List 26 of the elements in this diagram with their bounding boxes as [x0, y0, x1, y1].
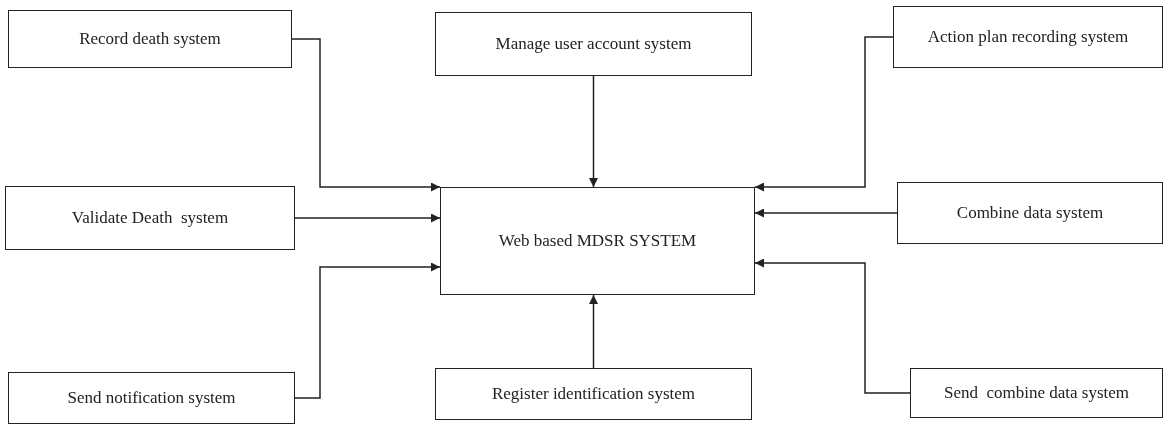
node-label: Record death system	[79, 28, 221, 50]
node-label: Web based MDSR SYSTEM	[498, 230, 697, 252]
arrow	[291, 38, 441, 192]
node-label: Register identification system	[492, 383, 695, 405]
node-label: Action plan recording system	[927, 26, 1129, 48]
arrow	[294, 262, 441, 399]
node-label: Send notification system	[67, 387, 236, 409]
subsystem-box	[435, 368, 752, 420]
node-label: Combine data system	[956, 202, 1104, 224]
arrow	[754, 258, 911, 394]
subsystem-box	[8, 10, 292, 68]
subsystem-box	[435, 12, 752, 76]
node-label: Send combine data system	[943, 382, 1130, 404]
arrow	[294, 213, 441, 223]
arrow	[754, 208, 898, 218]
subsystem-box	[8, 372, 295, 424]
node-label: Validate Death system	[71, 207, 229, 229]
arrow	[589, 75, 598, 188]
subsystem-box	[910, 368, 1163, 418]
arrow	[754, 36, 894, 192]
arrow	[589, 294, 598, 369]
subsystem-box	[5, 186, 295, 250]
subsystem-box	[897, 182, 1163, 244]
subsystem-box	[893, 6, 1163, 68]
node-label: Manage user account system	[495, 33, 692, 55]
central-system-box	[440, 187, 755, 295]
